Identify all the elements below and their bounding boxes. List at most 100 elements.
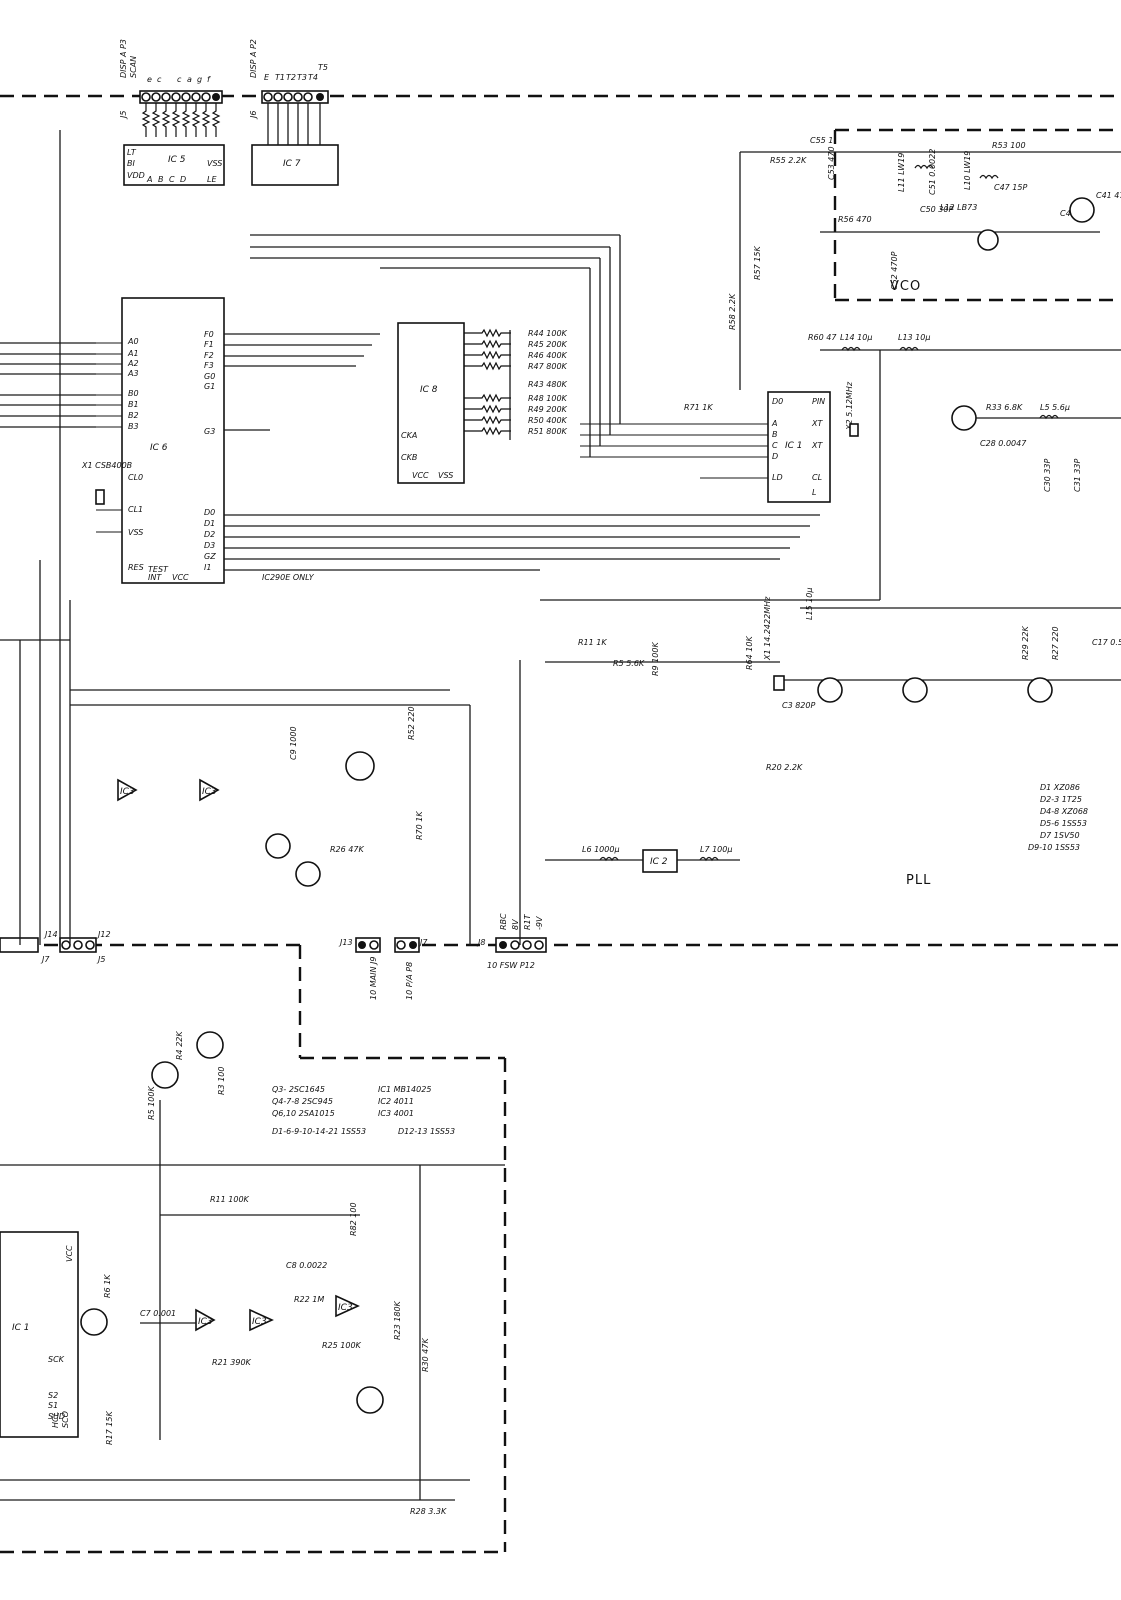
svg-text:A3: A3 (127, 369, 139, 378)
svg-text:D0: D0 (204, 508, 215, 517)
svg-text:A2: A2 (127, 359, 139, 368)
svg-text:CKA: CKA (401, 431, 417, 440)
j6-title: DISP A P2 (249, 39, 258, 78)
svg-text:BI: BI (127, 159, 135, 168)
ic3-gate-cluster-bottom: IC3 IC3 IC3 C7 0.001 C8 0.0022 R22 1M R2… (80, 1031, 447, 1516)
svg-text:VCC: VCC (172, 573, 189, 582)
svg-text:10 MAIN J9: 10 MAIN J9 (369, 957, 378, 1000)
vco-section: VCO R55 2.2K C55 1 R53 100 R56 470 C53 4… (728, 136, 1121, 390)
svg-text:G3: G3 (204, 427, 215, 436)
svg-text:R44 100K: R44 100K (528, 329, 568, 338)
svg-text:Q4-7-8 2SC945: Q4-7-8 2SC945 (272, 1097, 333, 1106)
svg-text:R11 100K: R11 100K (210, 1195, 250, 1204)
svg-text:HCL: HCL (51, 1412, 60, 1428)
svg-text:C7 0.001: C7 0.001 (140, 1309, 176, 1318)
svg-text:J7: J7 (418, 938, 428, 947)
svg-text:R25 100K: R25 100K (322, 1341, 362, 1350)
j6-pin-t3: T3 (297, 73, 307, 82)
svg-text:Q3- 2SC1645: Q3- 2SC1645 (272, 1085, 325, 1094)
svg-text:R43 480K: R43 480K (528, 380, 568, 389)
svg-text:D0: D0 (772, 397, 783, 406)
svg-text:D5-6 1SS53: D5-6 1SS53 (1040, 819, 1087, 828)
svg-text:J13: J13 (338, 938, 353, 947)
ic1-bottom-label: IC 1 (12, 1323, 30, 1333)
svg-text:R58 2.2K: R58 2.2K (728, 293, 737, 330)
svg-text:R1T: R1T (523, 913, 532, 930)
svg-text:L15 10μ: L15 10μ (805, 588, 814, 620)
svg-text:TEST: TEST (148, 565, 169, 574)
svg-text:B1: B1 (128, 400, 139, 409)
svg-text:R53 100: R53 100 (992, 141, 1026, 150)
j5-sub: SCAN (129, 56, 138, 78)
svg-text:C28 0.0047: C28 0.0047 (980, 439, 1027, 448)
svg-text:IC3: IC3 (198, 1317, 213, 1327)
svg-text:CL0: CL0 (128, 473, 143, 482)
svg-text:IC3: IC3 (120, 787, 135, 797)
svg-text:R71 1K: R71 1K (684, 403, 713, 412)
crystal-x1-ic6: X1 CSB400B (81, 461, 132, 505)
svg-text:R46 400K: R46 400K (528, 351, 568, 360)
svg-text:G0: G0 (204, 372, 215, 381)
svg-text:R3 100: R3 100 (217, 1067, 226, 1095)
svg-text:B: B (772, 430, 778, 439)
svg-text:10 P/A P8: 10 P/A P8 (405, 962, 414, 1000)
j6-pin-t2: T2 (286, 73, 296, 82)
svg-text:CL: CL (812, 473, 822, 482)
svg-text:D: D (180, 175, 186, 184)
svg-text:S2: S2 (48, 1391, 58, 1400)
resistor-ladder-ic8: R44 100K R45 200K R46 400K R47 800K R43 … (464, 328, 568, 440)
svg-text:A0: A0 (127, 337, 139, 346)
svg-text:R60 47: R60 47 (808, 333, 837, 342)
svg-text:J12: J12 (96, 930, 111, 939)
svg-text:R27 220: R27 220 (1051, 626, 1060, 660)
svg-text:C: C (169, 175, 175, 184)
svg-text:G1: G1 (204, 382, 215, 391)
svg-text:R57 15K: R57 15K (753, 246, 762, 280)
j6-pin-t1: T1 (275, 73, 285, 82)
svg-text:F2: F2 (204, 351, 214, 360)
connector-j6: DISP A P2 J6 E T1 T2 T3 T4 T5 (249, 39, 329, 120)
svg-text:8V: 8V (511, 919, 520, 930)
j5-title: DISP A P3 (119, 39, 128, 78)
svg-text:XT: XT (811, 441, 823, 450)
svg-text:R5 5.6K: R5 5.6K (613, 659, 645, 668)
svg-text:R70 1K: R70 1K (415, 811, 424, 840)
svg-text:R29 22K: R29 22K (1021, 626, 1030, 660)
svg-text:C3 820P: C3 820P (782, 701, 815, 710)
j6-pin-t5: T5 (318, 63, 328, 72)
svg-text:D1 XZ086: D1 XZ086 (1040, 783, 1080, 792)
svg-text:B: B (158, 175, 164, 184)
svg-text:R9 100K: R9 100K (651, 642, 660, 676)
svg-text:X2 5.12MHz: X2 5.12MHz (845, 381, 854, 431)
svg-text:L7 100μ: L7 100μ (700, 845, 732, 854)
ic3-gate-cluster-top: IC3 IC3 R52 220 R70 1K R26 47K C9 1000 (117, 706, 424, 887)
ic1-bottom: IC 1 SCK S2 S1 SUD HCL SCO VCC (0, 1231, 79, 1438)
svg-text:C31 33P: C31 33P (1073, 459, 1082, 492)
svg-text:R5 100K: R5 100K (147, 1086, 156, 1120)
svg-text:C: C (772, 441, 778, 450)
svg-text:C9 1000: C9 1000 (289, 726, 298, 760)
svg-text:LE: LE (207, 175, 217, 184)
svg-text:R50 400K: R50 400K (528, 416, 568, 425)
svg-text:SCO: SCO (61, 1411, 70, 1428)
svg-text:F0: F0 (204, 330, 214, 339)
section-borders (0, 94, 1121, 1554)
svg-text:RBC: RBC (499, 913, 508, 930)
pll-oscillator-stage: R11 1K R5 5.6K R9 100K R64 10K X1 14.242… (545, 588, 1121, 772)
svg-text:D1-6-9-10-14-21 1SS53: D1-6-9-10-14-21 1SS53 (272, 1127, 366, 1136)
svg-text:R82 100: R82 100 (349, 1202, 358, 1236)
ic8: IC 8 CKA CKB VCC VSS (397, 322, 465, 484)
j5-label: J5 (119, 111, 128, 120)
ic8-label: IC 8 (420, 385, 438, 395)
svg-text:D3: D3 (204, 541, 215, 550)
svg-text:D7 1SV50: D7 1SV50 (1040, 831, 1080, 840)
svg-text:D2: D2 (204, 530, 215, 539)
svg-text:R11 1K: R11 1K (578, 638, 607, 647)
svg-text:C52 470P: C52 470P (890, 251, 899, 290)
svg-text:R52 220: R52 220 (407, 706, 416, 740)
svg-text:C47 15P: C47 15P (994, 183, 1027, 192)
connector-j5: DISP A P3 SCAN J5 e c c a g f (119, 39, 223, 120)
j6-pin-t4: T4 (308, 73, 318, 82)
svg-text:J7: J7 (40, 955, 50, 964)
